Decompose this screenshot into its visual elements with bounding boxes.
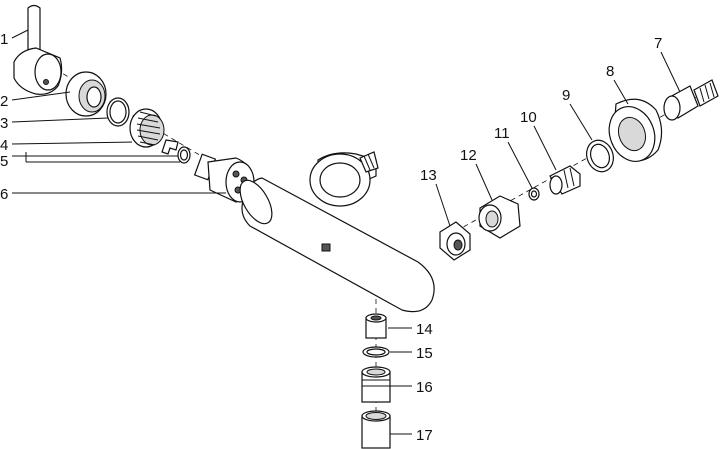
callout-12: 12: [460, 147, 477, 164]
callout-5: 5: [0, 153, 8, 170]
part-1-lever-handle: [13, 4, 63, 95]
callout-2: 2: [0, 93, 8, 110]
part-13-bushing: [439, 221, 471, 261]
callout-9: 9: [562, 87, 570, 104]
callout-16: 16: [416, 379, 433, 396]
callout-4: 4: [0, 137, 8, 154]
part-8-rosette: [608, 98, 663, 162]
mixer-body: [239, 151, 435, 313]
callout-14: 14: [416, 321, 433, 338]
leader-lines: [11, 29, 681, 435]
part-9-o-ring: [586, 139, 614, 173]
part-2-cover-cap: [65, 71, 107, 117]
part-15-o-ring: [362, 346, 390, 358]
callout-17: 17: [416, 427, 433, 444]
callout-labels: 1 2 3 4 5 6 7 8 9 10 11 12 13 14 15 16 1…: [0, 31, 662, 444]
part-11-washer: [528, 187, 540, 201]
part-3-o-ring: [106, 97, 130, 127]
callout-15: 15: [416, 345, 433, 362]
callout-13: 13: [420, 167, 437, 184]
part-14-bushing: [365, 313, 387, 339]
callout-3: 3: [0, 115, 8, 132]
callout-10: 10: [520, 109, 537, 126]
callout-6: 6: [0, 186, 8, 203]
part-12-nut: [478, 195, 521, 239]
part-16-thread-piece: [361, 366, 391, 403]
part-threaded-nut: [129, 108, 165, 148]
part-7-s-union: [663, 79, 719, 121]
part-10-check-valve: [549, 165, 581, 195]
part-4-clip: [161, 139, 179, 155]
part-17-sleeve: [361, 410, 391, 449]
part-5-small-ring: [177, 146, 191, 164]
callout-11: 11: [494, 125, 510, 142]
callout-7: 7: [654, 35, 662, 52]
callout-8: 8: [606, 63, 614, 80]
callout-1: 1: [0, 31, 8, 48]
